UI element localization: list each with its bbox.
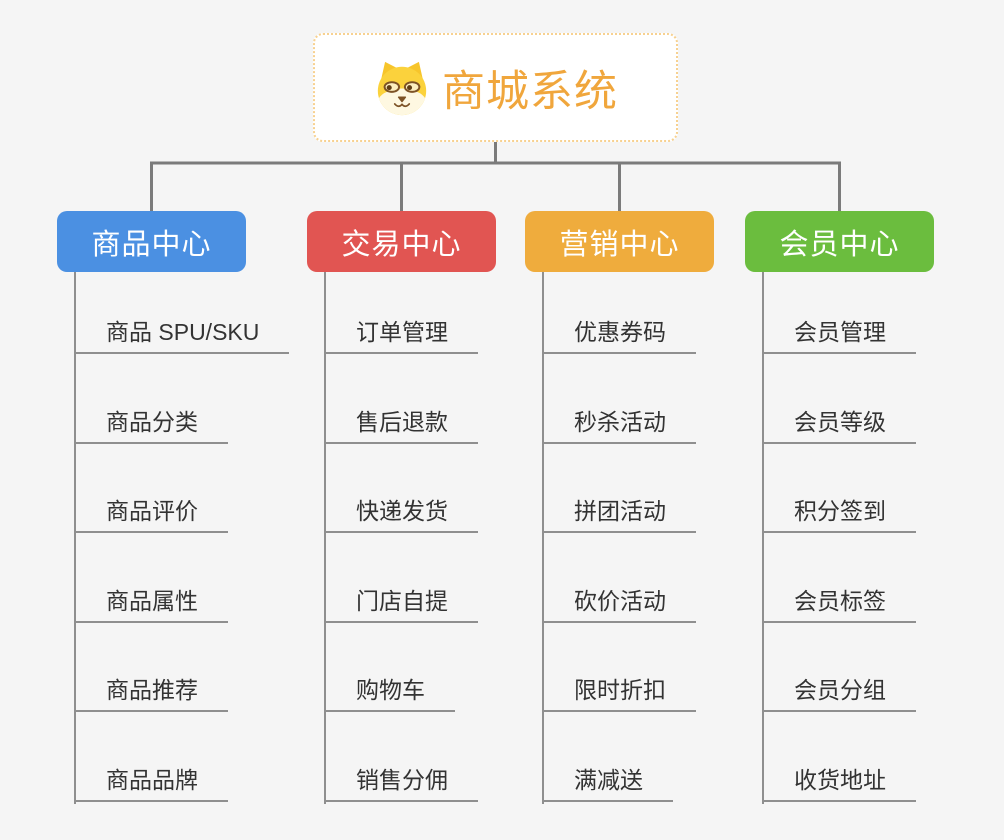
leaf-node[interactable]: 商品推荐 [74, 675, 228, 712]
leaf-node[interactable]: 商品分类 [74, 407, 228, 444]
branch-column-trade-center: 交易中心 订单管理 售后退款 快递发货 门店自提 购物车 销售分佣 [307, 211, 496, 811]
leaf-node[interactable]: 会员标签 [762, 586, 916, 623]
branch-node-trade-center[interactable]: 交易中心 [307, 211, 496, 272]
root-title: 商城系统 [442, 67, 618, 116]
leaf-node[interactable]: 收货地址 [762, 765, 916, 802]
leaf-node[interactable]: 订单管理 [324, 317, 478, 354]
leaf-node[interactable]: 快递发货 [324, 496, 478, 533]
leaf-node[interactable]: 拼团活动 [542, 496, 696, 533]
leaf-node[interactable]: 购物车 [324, 675, 455, 712]
branch-column-product-center: 商品中心 商品 SPU/SKU 商品分类 商品评价 商品属性 商品推荐 商品品牌 [57, 211, 290, 811]
branch-trunk-line [74, 272, 76, 804]
root-node[interactable]: 商城系统 [313, 33, 678, 142]
branch-trunk-line [762, 272, 764, 804]
leaf-node[interactable]: 售后退款 [324, 407, 478, 444]
leaf-node[interactable]: 商品评价 [74, 496, 228, 533]
leaf-node[interactable]: 会员等级 [762, 407, 916, 444]
leaf-node[interactable]: 优惠券码 [542, 317, 696, 354]
branch-node-member-center[interactable]: 会员中心 [745, 211, 934, 272]
leaf-node[interactable]: 商品 SPU/SKU [74, 317, 290, 354]
leaf-node[interactable]: 限时折扣 [542, 675, 696, 712]
leaf-node[interactable]: 门店自提 [324, 586, 478, 623]
branch-node-marketing-center[interactable]: 营销中心 [525, 211, 714, 272]
leaf-node[interactable]: 商品属性 [74, 586, 228, 623]
branch-trunk-line [542, 272, 544, 804]
leaf-node[interactable]: 会员管理 [762, 317, 916, 354]
leaf-node[interactable]: 满减送 [542, 765, 673, 802]
leaf-node[interactable]: 会员分组 [762, 675, 916, 712]
leaf-node[interactable]: 销售分佣 [324, 765, 478, 802]
leaf-node[interactable]: 砍价活动 [542, 586, 696, 623]
leaf-node[interactable]: 积分签到 [762, 496, 916, 533]
branch-column-member-center: 会员中心 会员管理 会员等级 积分签到 会员标签 会员分组 收货地址 [745, 211, 934, 811]
dog-icon [373, 59, 431, 117]
branch-column-marketing-center: 营销中心 优惠券码 秒杀活动 拼团活动 砍价活动 限时折扣 满减送 [525, 211, 714, 811]
branch-node-product-center[interactable]: 商品中心 [57, 211, 246, 272]
branch-trunk-line [324, 272, 326, 804]
leaf-node[interactable]: 秒杀活动 [542, 407, 696, 444]
leaf-node[interactable]: 商品品牌 [74, 765, 228, 802]
